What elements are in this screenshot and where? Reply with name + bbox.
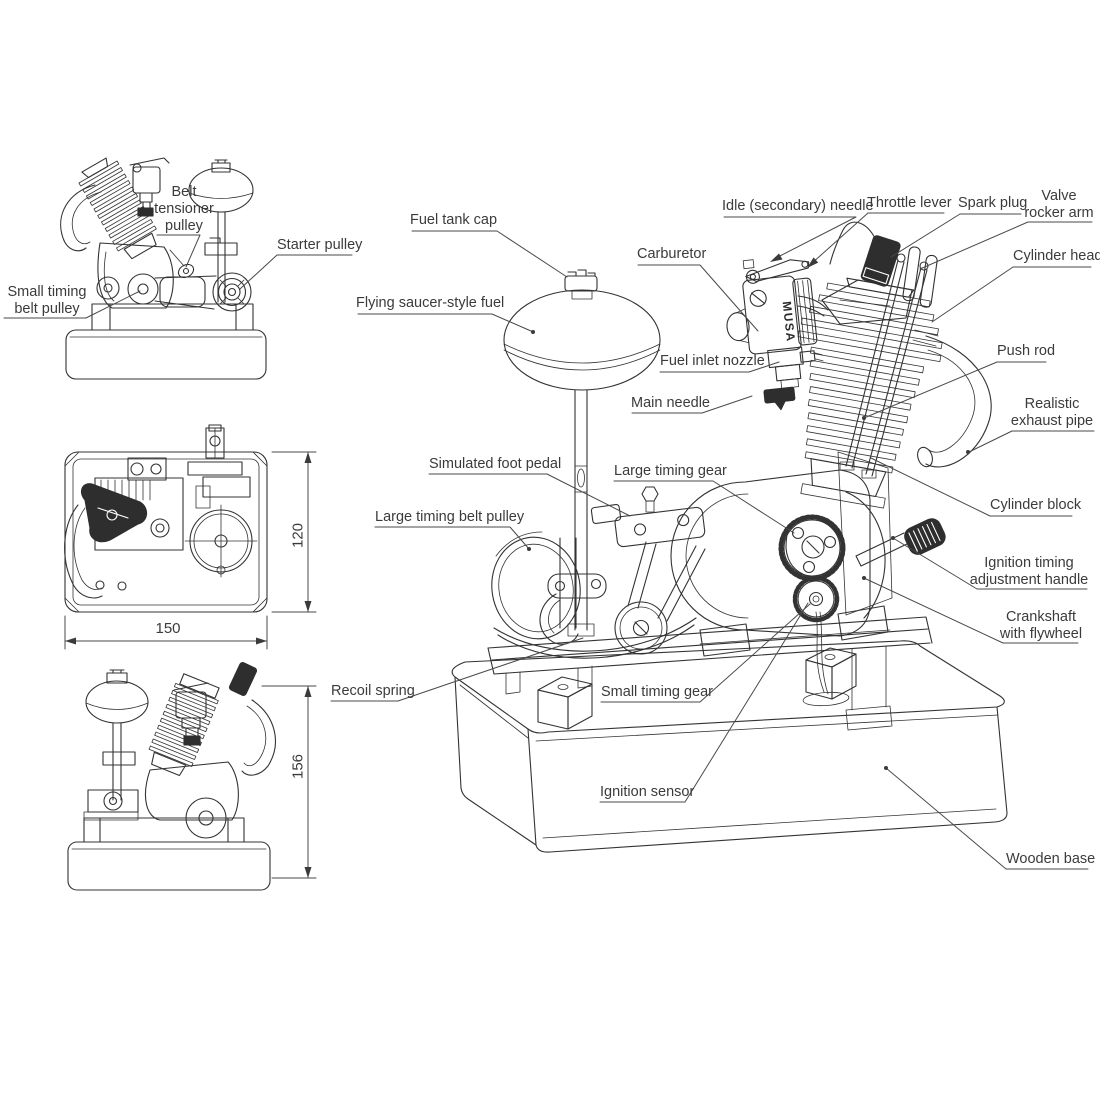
label-idle-needle: Idle (secondary) needle xyxy=(722,198,874,214)
label-realistic-exhaust-pipe: Realistic exhaust pipe xyxy=(1010,396,1094,429)
label-ignition-sensor: Ignition sensor xyxy=(600,784,695,800)
main-belt-pulley xyxy=(491,531,697,659)
main-base-plate xyxy=(487,616,933,731)
top-starter-pulley xyxy=(184,504,258,578)
label-crankshaft-with-flywheel: Crankshaft with flywheel xyxy=(999,609,1083,642)
front-fuel-tank xyxy=(83,669,149,821)
main-pedal-assembly xyxy=(590,486,706,655)
main-fuel-tank-cap xyxy=(564,269,598,300)
side-view-drawing xyxy=(60,157,267,380)
label-throttle-lever: Throttle lever xyxy=(867,195,952,211)
front-wooden-base xyxy=(67,841,271,891)
side-pulleys xyxy=(96,249,252,312)
side-exhaust-pipe xyxy=(60,184,96,252)
main-stand-stem xyxy=(574,389,588,631)
label-large-timing-belt-pulley: Large timing belt pulley xyxy=(375,509,525,525)
main-carburetor: MUSA xyxy=(726,259,824,411)
label-main-needle: Main needle xyxy=(631,395,710,411)
side-fuel-tank xyxy=(188,159,254,303)
side-carburetor xyxy=(129,157,170,217)
dim-150-lines xyxy=(64,615,268,650)
main-main-needle xyxy=(763,386,796,411)
main-fuel-tank xyxy=(503,269,661,637)
front-carburetor xyxy=(173,682,209,746)
label-cylinder-block: Cylinder block xyxy=(990,497,1082,513)
label-carburetor: Carburetor xyxy=(637,246,707,262)
front-crankcase xyxy=(145,761,239,821)
front-spark-plug xyxy=(228,662,258,696)
main-ignition-sensor-wire xyxy=(815,611,829,695)
main-small-timing-gear xyxy=(792,575,840,623)
label-spark-plug: Spark plug xyxy=(958,195,1028,211)
label-valve-rocker-arm: Valve rocker arm xyxy=(1024,188,1094,221)
main-throttle-lever xyxy=(742,259,810,284)
top-view-drawing xyxy=(64,424,317,650)
top-engine xyxy=(80,457,184,551)
label-cylinder-head: Cylinder head xyxy=(1013,248,1100,264)
main-spark-plug xyxy=(829,221,901,287)
main-cylinder-block xyxy=(670,451,893,657)
main-view-drawing: MUSA xyxy=(451,221,1008,853)
leader-lines xyxy=(3,212,1095,870)
label-recoil-spring: Recoil spring xyxy=(331,683,415,699)
main-plug-wire xyxy=(829,221,877,265)
main-ignition-handle xyxy=(855,518,946,567)
main-rocker-arms xyxy=(821,246,938,325)
main-exhaust-pipe xyxy=(912,329,992,468)
top-exhaust xyxy=(64,504,103,599)
side-wooden-base xyxy=(65,329,267,380)
dim-156: 156 xyxy=(289,753,307,780)
side-mount-plate xyxy=(91,303,254,331)
main-large-timing-gear xyxy=(778,514,846,582)
front-view-drawing xyxy=(67,662,317,891)
label-fuel-tank-cap: Fuel tank cap xyxy=(410,212,498,228)
dim-150: 150 xyxy=(155,620,181,637)
top-fuel-stand xyxy=(205,424,225,459)
label-small-timing-belt-pulley: Small timing belt pulley xyxy=(7,284,87,317)
front-mount-plate xyxy=(83,817,245,843)
brand-marking: MUSA xyxy=(780,301,798,344)
timing-belt xyxy=(493,617,697,659)
dim-120-lines xyxy=(271,451,317,613)
top-base-outline xyxy=(64,451,268,613)
label-ignition-timing-adjustment-handle: Ignition timing adjustment handle xyxy=(969,555,1089,588)
label-starter-pulley: Starter pulley xyxy=(277,237,363,253)
label-fuel-inlet-nozzle: Fuel inlet nozzle xyxy=(660,353,765,369)
label-wooden-base: Wooden base xyxy=(1006,851,1096,867)
label-push-rod: Push rod xyxy=(997,343,1056,359)
main-flywheel xyxy=(845,491,886,619)
label-large-timing-gear: Large timing gear xyxy=(614,463,727,479)
main-cylinder-fins xyxy=(797,277,943,509)
label-flying-saucer-fuel: Flying saucer-style fuel xyxy=(356,295,505,311)
dim-120: 120 xyxy=(289,522,307,549)
main-carb-manifold xyxy=(797,295,829,317)
label-belt-tensioner-pulley: Belt tensioner pulley xyxy=(154,184,214,234)
side-crankcase xyxy=(97,242,174,309)
main-wooden-base xyxy=(451,640,1008,853)
front-exhaust xyxy=(241,699,276,776)
dim-156-lines xyxy=(261,685,317,879)
label-small-timing-gear: Small timing gear xyxy=(601,684,714,700)
label-simulated-foot-pedal: Simulated foot pedal xyxy=(429,456,562,472)
